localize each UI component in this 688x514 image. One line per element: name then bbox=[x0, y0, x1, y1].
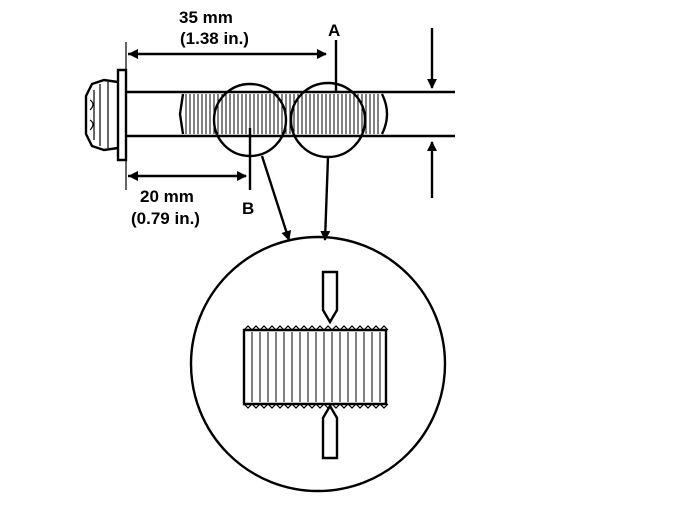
dimension-long-imperial: (1.38 in.) bbox=[180, 29, 249, 48]
dimension-short-metric: 20 mm bbox=[140, 187, 194, 206]
callout-b-label: B bbox=[242, 199, 254, 218]
thread-start-edge bbox=[178, 93, 185, 135]
dimension-short-imperial: (0.79 in.) bbox=[131, 209, 200, 228]
dimension-arrow-short-tail bbox=[128, 171, 138, 181]
gauge-tip-bottom bbox=[321, 403, 339, 460]
enlarged-detail-view bbox=[189, 235, 447, 493]
dimension-arrow-long-tail bbox=[128, 49, 138, 59]
magnify-arrow-b bbox=[260, 155, 292, 241]
magnify-arrow-a bbox=[320, 156, 331, 241]
thread-detail bbox=[243, 325, 389, 409]
thread-profile bbox=[242, 328, 388, 406]
bolt-head bbox=[84, 68, 128, 162]
bolt-shank bbox=[126, 90, 455, 138]
dimension-long-metric: 35 mm bbox=[179, 8, 233, 27]
thread-end-edge bbox=[380, 93, 389, 135]
callout-a-label: A bbox=[328, 21, 340, 40]
gauge-tip-top bbox=[321, 270, 339, 325]
